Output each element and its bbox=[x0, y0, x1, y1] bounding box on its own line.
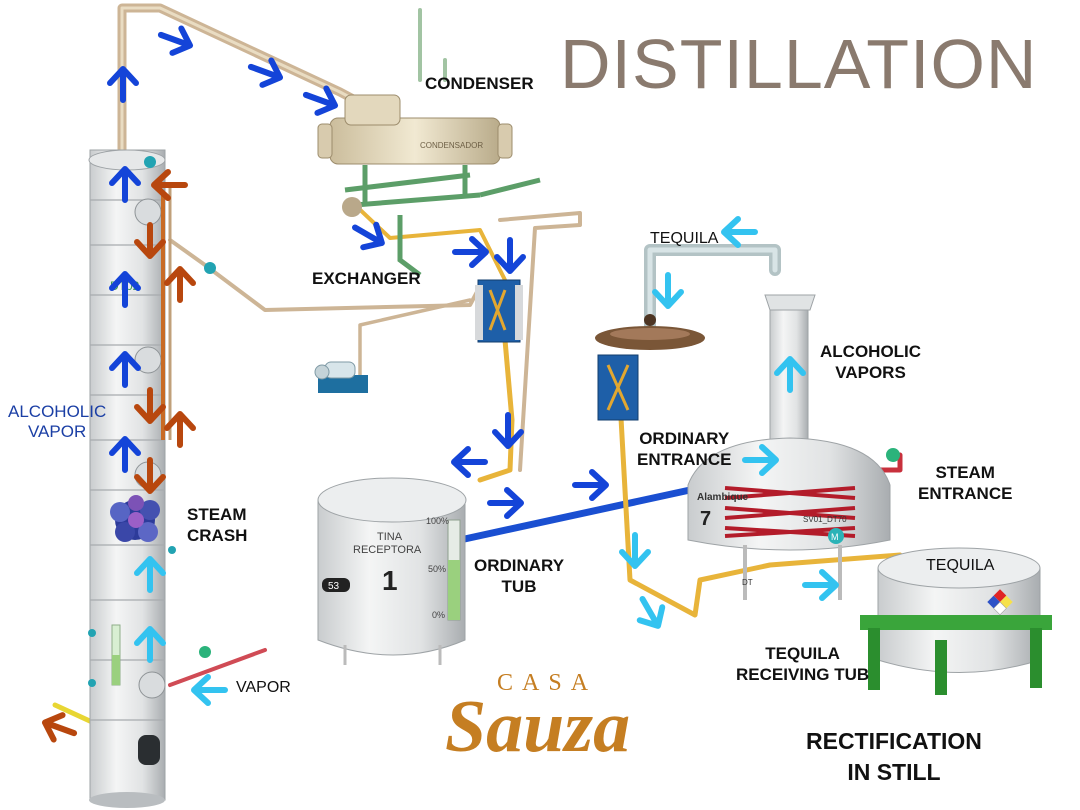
plate-exchanger-1 bbox=[475, 279, 523, 343]
label-steam-crash-line2: CRASH bbox=[187, 526, 248, 545]
condenser: CONDENSADOR bbox=[317, 94, 541, 277]
flow-arrow-cyan-arrow bbox=[134, 626, 166, 663]
pipes bbox=[52, 3, 903, 731]
flow-arrow-blue-arrow bbox=[247, 57, 284, 88]
steam-crash-blob bbox=[110, 495, 160, 542]
label-steam-entrance-line2: ENTRANCE bbox=[918, 484, 1013, 503]
flow-arrow-blue-arrow bbox=[107, 66, 139, 103]
label-alcoholic-vapor-left-line2: VAPOR bbox=[27, 422, 87, 441]
tequila-receiving-tub bbox=[860, 547, 1052, 695]
level-100: 100% bbox=[426, 516, 449, 526]
label-vapor: VAPOR bbox=[236, 679, 291, 696]
flow-arrow-blue-arrow bbox=[451, 446, 488, 478]
flow-arrow-cyan-arrow bbox=[721, 216, 758, 248]
reflux-pipes bbox=[161, 185, 172, 440]
dt-tag: DT bbox=[742, 578, 753, 587]
flow-arrow-cyan-arrow bbox=[742, 444, 779, 476]
distillation-column: DT02 bbox=[88, 149, 216, 808]
label-steam-crash: STEAM CRASH bbox=[187, 504, 247, 546]
flow-arrow-blue-arrow bbox=[452, 236, 489, 268]
flow-arrow-cyan-arrow bbox=[636, 596, 666, 629]
flow-arrow-cyan-arrow bbox=[134, 556, 166, 593]
label-alcoholic-vapor-left: ALCOHOLIC VAPOR bbox=[8, 402, 106, 442]
label-tequila-right: TEQUILA bbox=[926, 557, 995, 574]
flow-arrow-blue-arrow bbox=[157, 25, 194, 56]
label-ordinary-tub: ORDINARY TUB bbox=[474, 555, 564, 597]
label-condenser: CONDENSER bbox=[425, 74, 534, 93]
tina-label-1: TINA bbox=[377, 531, 403, 543]
flow-arrow-cyan-arrow bbox=[802, 569, 839, 601]
logo-sauza: Sauza bbox=[445, 686, 631, 768]
logo-casa: CASA bbox=[497, 670, 598, 696]
alambique-number: 7 bbox=[700, 508, 711, 530]
flow-arrows bbox=[41, 25, 839, 743]
label-tequila-receiving-tub: TEQUILA RECEIVING TUB bbox=[736, 643, 869, 685]
label-rectification-line2: IN STILL bbox=[847, 759, 941, 785]
plate-exchanger-2 bbox=[597, 354, 639, 421]
flow-arrow-blue-arrow bbox=[109, 271, 141, 308]
receiving-tub: 53 TINA RECEPTORA 1 100% 50% 0% bbox=[317, 477, 467, 665]
label-ordinary-entrance-line1: ORDINARY bbox=[639, 429, 730, 448]
flow-arrow-blue-arrow bbox=[494, 237, 526, 274]
motor-tag: M bbox=[831, 532, 839, 542]
flow-arrow-orange-arrow bbox=[134, 222, 166, 259]
condensador-tag: CONDENSADOR bbox=[420, 141, 483, 150]
pump bbox=[314, 361, 368, 393]
level-0: 0% bbox=[432, 610, 445, 620]
level-50: 50% bbox=[428, 564, 446, 574]
flow-arrow-orange-arrow bbox=[134, 457, 166, 494]
flow-arrow-blue-arrow bbox=[492, 412, 524, 449]
label-steam-entrance-line1: STEAM bbox=[935, 463, 995, 482]
label-steam-entrance: STEAM ENTRANCE bbox=[918, 462, 1012, 504]
label-rectification-line1: RECTIFICATION bbox=[806, 728, 982, 754]
label-alcoholic-vapors: ALCOHOLIC VAPORS bbox=[820, 341, 921, 383]
alambique-label: Alambique bbox=[697, 492, 749, 503]
flow-arrow-blue-arrow bbox=[572, 469, 609, 501]
label-tequila-top: TEQUILA bbox=[650, 230, 719, 247]
label-tequila-receiving-line1: TEQUILA bbox=[765, 644, 840, 663]
label-ordinary-tub-line2: TUB bbox=[501, 577, 537, 596]
flow-arrow-orange-arrow bbox=[164, 411, 196, 448]
tub-tag: 53 bbox=[328, 581, 340, 592]
label-tequila-receiving-line2: RECEIVING TUB bbox=[736, 665, 870, 684]
label-exchanger: EXCHANGER bbox=[312, 269, 421, 288]
flow-arrow-blue-arrow bbox=[352, 221, 385, 251]
flow-arrow-orange-arrow bbox=[164, 266, 196, 303]
flow-arrow-blue-arrow bbox=[109, 436, 141, 473]
tina-number: 1 bbox=[382, 565, 398, 596]
label-alcoholic-vapor-left-line1: ALCOHOLIC bbox=[8, 402, 107, 421]
flow-arrow-cyan-arrow bbox=[191, 674, 228, 706]
flow-arrow-cyan-arrow bbox=[652, 272, 684, 309]
flow-arrow-cyan-arrow bbox=[774, 356, 806, 393]
label-alcoholic-vapors-line2: VAPORS bbox=[835, 363, 906, 382]
page-title: DISTILLATION bbox=[560, 25, 1038, 103]
label-alcoholic-vapors-line1: ALCOHOLIC bbox=[820, 342, 922, 361]
flow-arrow-orange-arrow bbox=[134, 387, 166, 424]
flow-arrow-blue-arrow bbox=[302, 85, 339, 116]
label-ordinary-entrance-line2: ENTRANCE bbox=[637, 450, 732, 469]
flow-arrow-blue-arrow bbox=[109, 166, 141, 203]
flow-arrow-blue-arrow bbox=[109, 351, 141, 388]
flow-arrow-cyan-arrow bbox=[619, 532, 651, 569]
label-ordinary-entrance: ORDINARY ENTRANCE bbox=[637, 428, 731, 470]
tina-label-2: RECEPTORA bbox=[353, 544, 422, 556]
flow-arrow-orange-arrow bbox=[41, 712, 78, 743]
label-ordinary-tub-line1: ORDINARY bbox=[474, 556, 565, 575]
valve-tag: SV01_DT70 bbox=[803, 515, 847, 524]
label-steam-crash-line1: STEAM bbox=[187, 505, 247, 524]
label-rectification: RECTIFICATION IN STILL bbox=[806, 726, 982, 788]
flow-arrow-blue-arrow bbox=[487, 487, 524, 519]
flow-arrow-orange-arrow bbox=[151, 169, 188, 201]
vapor-separator bbox=[595, 314, 705, 350]
